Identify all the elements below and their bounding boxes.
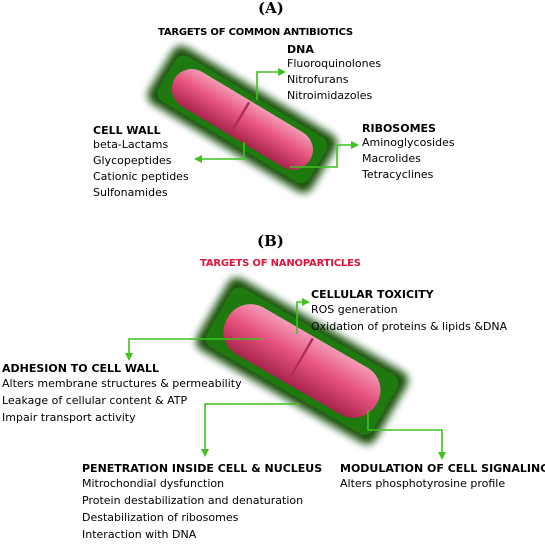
group-ribosomes: RIBOSOMES Aminoglycosides Macrolides Tet…: [362, 122, 455, 183]
arrow-cell-wall: [194, 142, 245, 163]
group-cellular-toxicity: CELLULAR TOXICITY ROS generation Oxidati…: [311, 288, 507, 335]
ribosomes-item: Macrolides: [362, 152, 421, 165]
group-signaling: MODULATION OF CELL SIGNALING Alters phos…: [340, 462, 545, 492]
cell-wall-item: Sulfonamides: [93, 186, 168, 199]
dna-item: Fluoroquinolones: [287, 57, 382, 70]
arrow-cellular-toxicity: [296, 298, 310, 334]
cell-wall-item: beta-Lactams: [93, 138, 169, 151]
arrow-adhesion: [125, 338, 262, 361]
group-adhesion: ADHESION TO CELL WALL Alters membrane st…: [2, 362, 242, 426]
ribosomes-item: Tetracyclines: [362, 168, 434, 181]
cellular-toxicity-heading: CELLULAR TOXICITY: [311, 288, 434, 301]
penetration-item: Destabilization of ribosomes: [82, 511, 239, 524]
group-dna: DNA Fluoroquinolones Nitrofurans Nitroim…: [287, 43, 381, 104]
cell-wall-heading: CELL WALL: [93, 124, 161, 137]
adhesion-item: Impair transport activity: [2, 411, 136, 424]
bacterium-b: [195, 277, 409, 445]
arrow-signaling: [367, 410, 446, 460]
signaling-item: Alters phosphotyrosine profile: [340, 477, 506, 490]
dna-item: Nitroimidazoles: [287, 89, 373, 102]
arrow-dna: [256, 68, 286, 100]
panel-a-title: TARGETS OF COMMON ANTIBIOTICS: [158, 27, 353, 38]
group-cell-wall: CELL WALL beta-Lactams Glycopeptides Cat…: [93, 124, 189, 201]
dna-item: Nitrofurans: [287, 73, 349, 86]
panel-b-label: (B): [257, 232, 284, 250]
ribosomes-item: Aminoglycosides: [362, 136, 455, 149]
group-penetration: PENETRATION INSIDE CELL & NUCLEUS Mitroc…: [82, 462, 322, 543]
penetration-item: Protein destabilization and denaturation: [82, 494, 304, 507]
cellular-toxicity-item: Oxidation of proteins & lipids &DNA: [311, 320, 508, 333]
cell-wall-item: Glycopeptides: [93, 154, 172, 167]
penetration-item: Mitrochondial dysfunction: [82, 477, 225, 490]
penetration-heading: PENETRATION INSIDE CELL & NUCLEUS: [82, 462, 323, 475]
panel-a-label: (A): [258, 0, 284, 17]
arrow-penetration: [201, 403, 300, 457]
bacterium-a: [147, 45, 338, 193]
adhesion-item: Alters membrane structures & permeabilit…: [2, 377, 242, 390]
adhesion-item: Leakage of cellular content & ATP: [2, 394, 188, 407]
panel-b-title: TARGETS OF NANOPARTICLES: [200, 258, 361, 269]
signaling-heading: MODULATION OF CELL SIGNALING: [340, 462, 545, 475]
arrow-ribosomes: [290, 141, 359, 168]
cell-wall-item: Cationic peptides: [93, 170, 189, 183]
penetration-item: Interaction with DNA: [82, 528, 197, 541]
cellular-toxicity-item: ROS generation: [311, 303, 398, 316]
dna-heading: DNA: [287, 43, 314, 56]
adhesion-heading: ADHESION TO CELL WALL: [2, 362, 160, 375]
ribosomes-heading: RIBOSOMES: [362, 122, 436, 135]
